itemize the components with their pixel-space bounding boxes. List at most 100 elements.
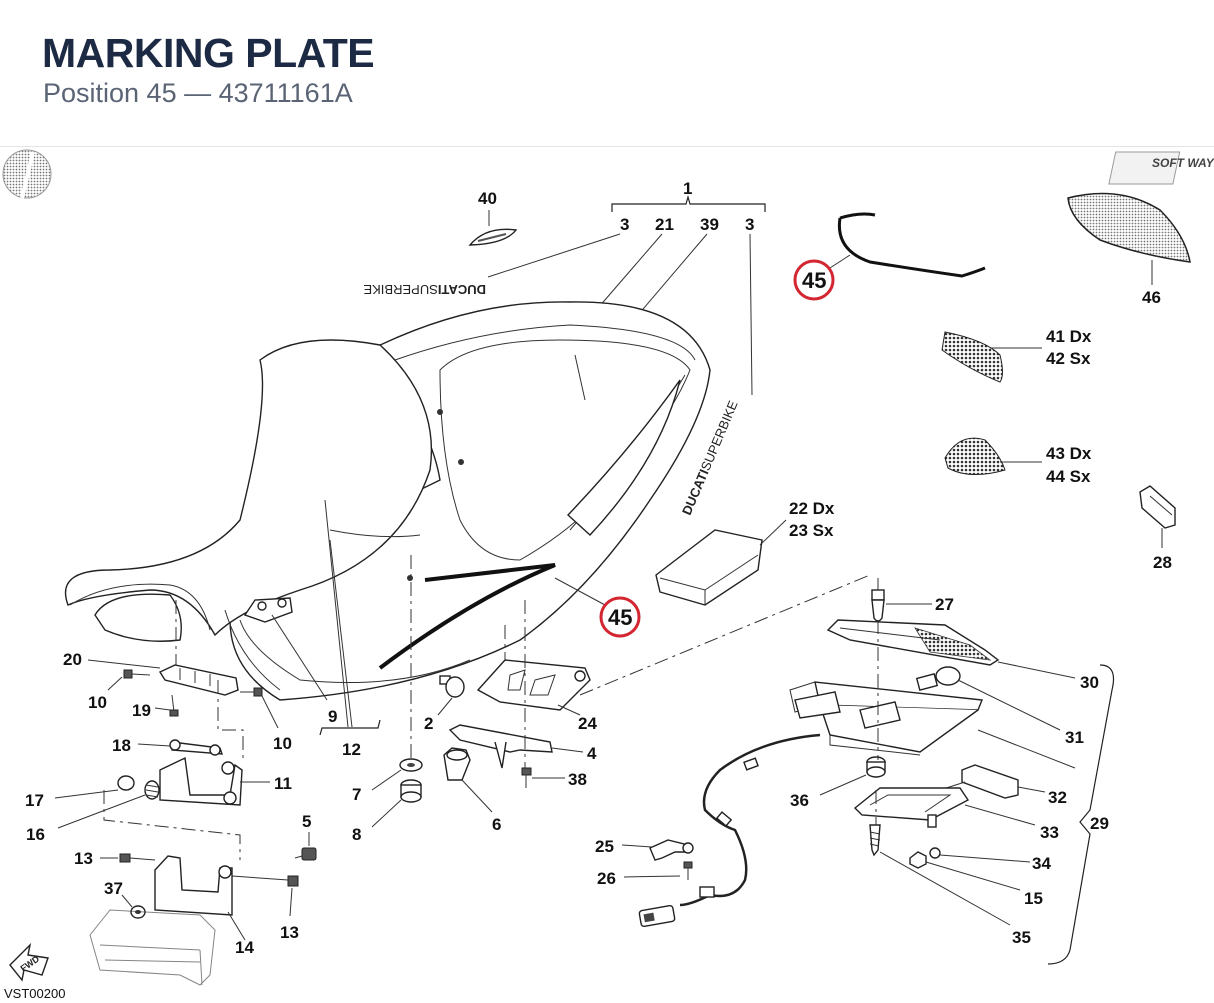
screw-part-35 [869,824,881,857]
label-43: 43 Dx [1046,444,1092,463]
label-6: 6 [492,815,501,834]
label-9: 9 [328,707,337,726]
label-20: 20 [63,650,82,669]
label-38: 38 [568,770,587,789]
label-42: 42 Sx [1046,349,1091,368]
screw-part-38 [521,767,532,788]
grommet-part-36 [866,756,886,778]
label-12: 12 [342,740,361,759]
label-11: 11 [274,774,292,793]
svg-text:45: 45 [802,268,826,293]
screw-part-10b [240,687,263,697]
bushing-part-8 [400,779,422,803]
label-29: 29 [1090,814,1109,833]
bulb-part-31 [915,666,961,691]
bracket-part-12 [319,719,381,736]
grommet-part-7 [399,758,423,772]
light-housing [789,681,983,756]
label-13a: 13 [74,849,93,868]
screw-part-19 [169,694,179,717]
fwd-arrow-icon: FWD [9,942,49,982]
label-10a: 10 [88,693,107,712]
bracket-part-24 [476,659,591,711]
hinge-part-20 [158,664,239,696]
label-3a: 3 [620,215,629,234]
mesh-part-43-44 [944,437,1006,475]
bracket-part-14 [154,855,233,916]
label-36: 36 [790,791,809,810]
label-15: 15 [1024,889,1043,908]
page-subtitle: Position 45 — 43711161A [43,78,353,108]
spring-part-16 [144,780,160,800]
page-header: MARKING PLATE Position 45 — 43711161A [0,0,1214,147]
logo-text: SOFT WAY [1152,156,1214,170]
rod-part-18 [169,739,223,756]
label-40: 40 [478,189,497,208]
mesh-part-41-42 [941,331,1003,383]
label-1: 1 [683,179,692,198]
label-27: 27 [935,595,954,614]
hinge-part-11 [159,756,243,806]
label-44: 44 Sx [1046,467,1091,486]
label-33: 33 [1040,823,1059,842]
nut-part-15 [909,851,927,869]
bracket-part-1 [611,194,766,212]
tail-light-part-30 [826,619,1000,666]
screw-part-5 [294,847,317,861]
frame-outline [89,909,216,986]
bracket-part-4 [448,724,553,769]
label-26: 26 [597,869,616,888]
screw-part-26 [683,861,693,880]
bracket-part-29 [1047,664,1115,965]
screw-part-10a [123,669,151,679]
label-41: 41 Dx [1046,327,1092,346]
bracket-part-25 [649,839,694,861]
screw-part-13b [231,875,299,887]
cover-part-46 [1067,192,1191,263]
bolt-part-2 [439,675,465,698]
bushing-part-17 [117,775,135,791]
marking-plate-part-45 [837,212,986,278]
label-30: 30 [1080,673,1099,692]
label-2: 2 [424,714,433,733]
plate-part-33 [853,787,970,828]
latch-part-9 [243,597,293,623]
label-32: 32 [1048,788,1067,807]
label-23: 23 Sx [789,521,834,540]
label-13b: 13 [280,923,299,942]
label-5: 5 [302,812,311,831]
label-14: 14 [235,938,254,957]
highlight-marker-45-seat: 45 [599,596,641,638]
label-8: 8 [352,825,361,844]
label-3b: 3 [745,215,754,234]
label-10b: 10 [273,734,292,753]
drawing-code: VST00200 [4,986,66,1001]
label-46: 46 [1142,288,1161,307]
screw-part-27 [871,589,885,622]
svg-text:45: 45 [608,605,632,630]
page-title: MARKING PLATE [42,30,375,76]
label-39: 39 [700,215,719,234]
washer-part-34 [929,847,941,859]
pad-part-22-23 [655,529,763,606]
label-31: 31 [1065,728,1084,747]
label-18: 18 [112,736,131,755]
connector-icon [638,904,676,928]
clip-part-28 [1139,485,1176,529]
seat-assembly [64,301,711,701]
screw-part-13a [119,853,156,863]
label-28: 28 [1153,553,1172,572]
label-7: 7 [352,785,361,804]
label-25: 25 [595,837,614,856]
nut-part-6 [443,747,471,781]
marking-plate-on-seat [378,563,556,670]
label-24: 24 [578,714,597,733]
label-21: 21 [655,215,674,234]
ducati-logo-icon [2,149,52,199]
label-37: 37 [104,879,123,898]
highlight-marker-45-part: 45 [793,259,835,301]
label-17: 17 [25,791,44,810]
label-35: 35 [1012,928,1031,947]
decal-ducati-superbike-top: DUCATISUPERBIKE [363,282,486,297]
